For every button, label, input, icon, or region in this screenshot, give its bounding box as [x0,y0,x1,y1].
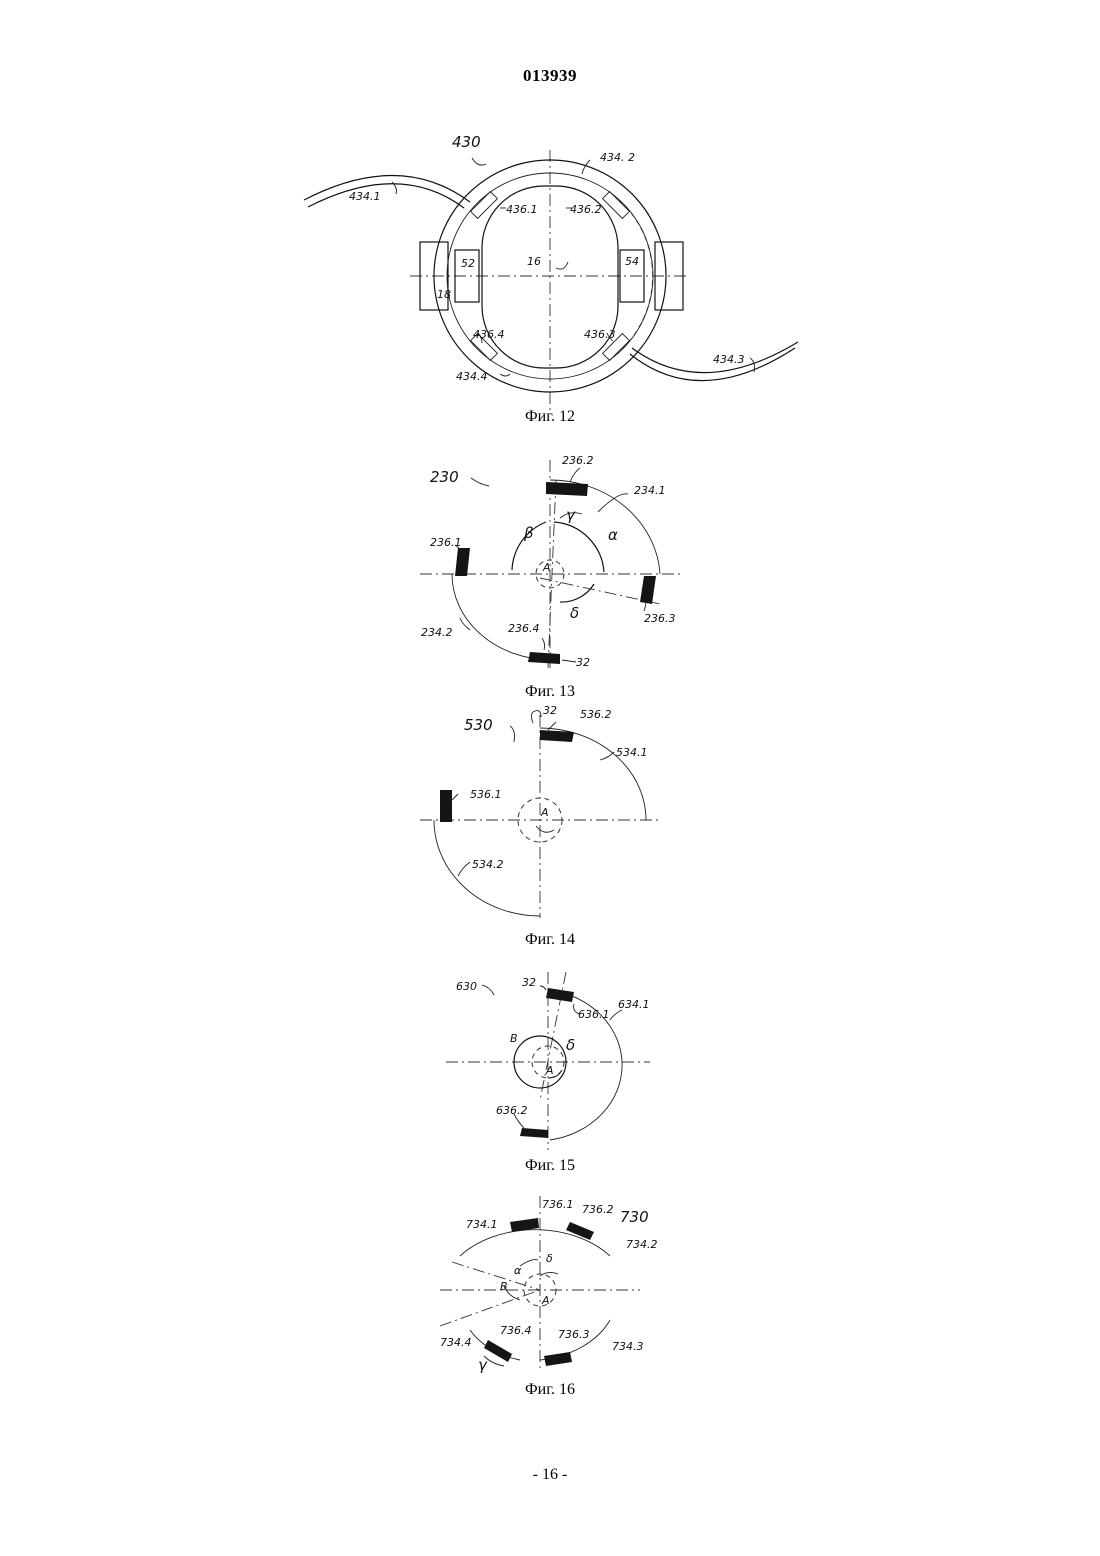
fig12-label-54: 54 [625,255,639,268]
fig15-delta: δ [566,1036,575,1054]
fig14-label-32: 32 [543,704,557,717]
fig13-label-234-2: 234.2 [421,626,453,639]
fig16-label-734-1: 734.1 [466,1218,498,1231]
fig13-label-236-4: 236.4 [508,622,540,635]
fig15-label-634-1: 634.1 [618,998,650,1011]
page-number: - 16 - [0,1466,1100,1484]
figure-12-caption: Фиг. 12 [0,408,1100,426]
fig13-alpha: α [608,526,618,544]
fig14-ref-label: 530 [464,716,493,734]
fig12-label-16: 16 [527,255,541,268]
fig13-label-32: 32 [576,656,590,669]
figure-14-drawing: 530 32 536.2 534.1 536.1 A 534.2 [0,700,1100,930]
fig15-A: A [545,1064,554,1077]
fig15-label-32: 32 [522,976,536,989]
fig13-A: A [542,561,551,574]
fig16-beta: B [500,1280,508,1293]
fig15-label-636-2: 636.2 [496,1104,528,1117]
fig14-label-534-2: 534.2 [472,858,504,871]
fig14-label-536-2: 536.2 [580,708,612,721]
fig12-label-434-4: 434.4 [456,370,488,383]
figure-12-drawing: 430 434.1 434. 2 436.1 436.2 52 16 54 18… [0,0,1100,420]
fig16-label-736-2: 736.2 [582,1203,614,1216]
fig12-label-436-1: 436.1 [506,203,538,216]
fig13-gamma: γ [566,506,576,524]
figure-16-drawing: 736.1 736.2 730 734.1 734.2 δ α B A 734.… [0,1190,1100,1385]
fig15-ref-label: 630 [456,980,477,993]
fig12-label-434-2: 434. 2 [600,151,635,164]
figure-14-caption: Фиг. 14 [0,931,1100,949]
figure-13-drawing: 230 236.2 234.1 γ β α 236.1 A δ 236.3 23… [0,440,1100,685]
fig16-label-736-1: 736.1 [542,1198,574,1211]
fig13-ref-label: 230 [430,468,459,486]
fig12-label-436-4: 436.4 [473,328,505,341]
fig12-ref-label: 430 [452,133,481,151]
fig14-A: A [540,806,549,819]
figure-13-caption: Фиг. 13 [0,683,1100,701]
fig13-label-236-2: 236.2 [562,454,594,467]
fig12-label-18: 18 [437,288,451,301]
fig16-label-734-4: 734.4 [440,1336,472,1349]
figure-15-drawing: 630 32 634.1 636.1 B δ A 636.2 [0,960,1100,1160]
fig12-label-436-2: 436.2 [570,203,602,216]
fig13-beta: β [523,524,534,542]
fig16-alpha: α [514,1264,522,1277]
fig12-label-436-3: 436.3 [584,328,616,341]
fig13-delta: δ [570,604,579,622]
figure-16-caption: Фиг. 16 [0,1381,1100,1399]
fig14-label-536-1: 536.1 [470,788,502,801]
fig16-label-736-4: 736.4 [500,1324,532,1337]
fig16-delta: δ [546,1252,553,1265]
figure-15-caption: Фиг. 15 [0,1157,1100,1175]
fig16-label-734-3: 734.3 [612,1340,644,1353]
fig16-gamma: γ [478,1356,488,1374]
fig15-label-636-1: 636.1 [578,1008,610,1021]
fig15-beta: B [510,1032,518,1045]
fig13-label-236-1: 236.1 [430,536,462,549]
fig12-label-52: 52 [461,257,475,270]
fig12-label-434-1: 434.1 [349,190,381,203]
fig13-label-234-1: 234.1 [634,484,666,497]
fig16-ref-label: 730 [620,1208,649,1226]
fig12-label-434-3: 434.3 [713,353,745,366]
fig14-label-534-1: 534.1 [616,746,648,759]
fig13-label-236-3: 236.3 [644,612,676,625]
fig16-A: A [541,1294,550,1307]
fig16-label-734-2: 734.2 [626,1238,658,1251]
fig16-label-736-3: 736.3 [558,1328,590,1341]
